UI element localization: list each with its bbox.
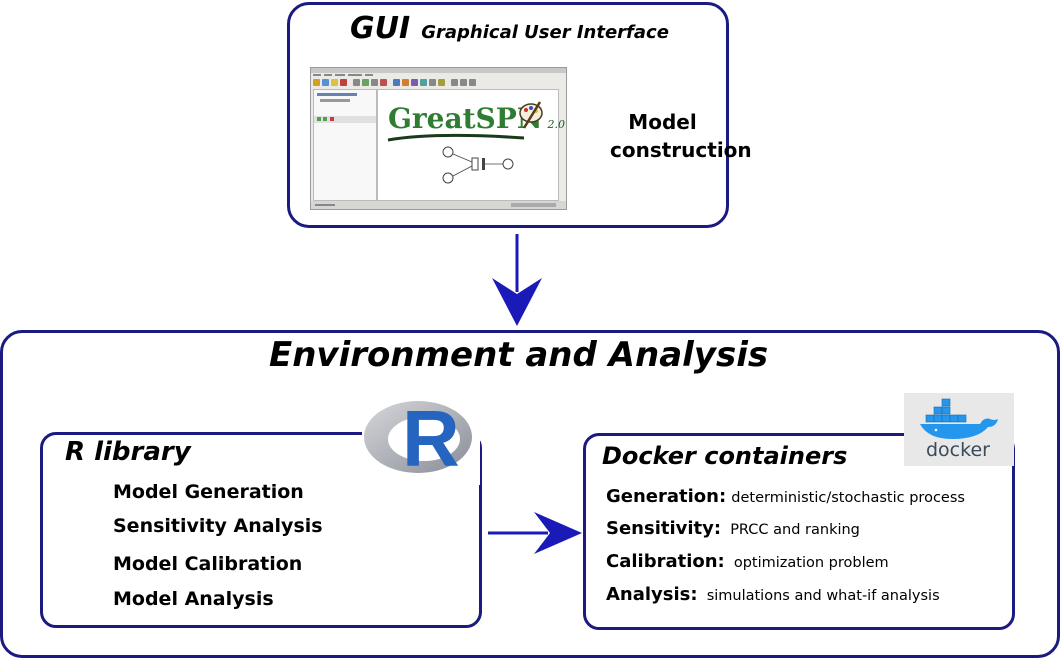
gui-box: GUI Graphical User Interface (287, 2, 752, 228)
docker-label-generation: Generation: (606, 486, 727, 507)
docker-row-sensitivity: Sensitivity: PRCC and ranking (606, 518, 860, 539)
screenshot-statusbar (311, 201, 566, 209)
arrow-r-to-docker (488, 512, 582, 554)
greatspn-logo: GreatSPN 2.0 (388, 102, 565, 135)
docker-text-sensitivity: PRCC and ranking (730, 522, 860, 538)
greatspn-logo-version: 2.0 (547, 118, 566, 131)
r-item-model-generation: Model Generation (113, 481, 304, 503)
docker-text-generation: deterministic/stochastic process (731, 490, 965, 506)
docker-text-analysis: simulations and what-if analysis (706, 588, 940, 604)
greatspn-logo-word: GreatSPN (388, 102, 543, 135)
docker-logo: docker (904, 393, 1014, 466)
logo-swoosh (387, 133, 525, 142)
gui-side-label-line1: Model (628, 110, 697, 134)
docker-logo-word: docker (926, 439, 990, 461)
docker-whale-icon (920, 398, 998, 439)
docker-label-analysis: Analysis: (606, 584, 698, 605)
r-logo-ring-icon (364, 401, 472, 473)
docker-title: Docker containers (602, 442, 848, 470)
r-item-sensitivity-analysis: Sensitivity Analysis (113, 515, 323, 537)
r-item-model-analysis: Model Analysis (113, 588, 274, 610)
gui-side-label: Model construction (610, 108, 752, 164)
greatspn-screenshot: GreatSPN 2.0 (310, 67, 567, 210)
r-logo: R (362, 395, 480, 485)
palette-icon (519, 101, 543, 129)
docker-row-generation: Generation: deterministic/stochastic pro… (606, 486, 965, 507)
environment-title: Environment and Analysis (269, 335, 769, 375)
r-logo-letter: R (402, 394, 460, 483)
screenshot-toolbar (313, 78, 563, 87)
gui-subtitle: Graphical User Interface (421, 22, 669, 43)
docker-text-calibration: optimization problem (733, 555, 889, 571)
docker-row-calibration: Calibration: optimization problem (606, 551, 889, 572)
docker-row-analysis: Analysis: simulations and what-if analys… (606, 584, 940, 605)
screenshot-titlebar (311, 68, 566, 73)
r-item-model-calibration: Model Calibration (113, 553, 303, 575)
gui-side-label-line2: construction (610, 138, 752, 162)
r-library-items: Model Generation Sensitivity Analysis Mo… (113, 481, 323, 622)
gui-title: GUI (350, 11, 411, 46)
docker-label-sensitivity: Sensitivity: (606, 518, 722, 539)
petri-net-diagram (442, 146, 514, 184)
gui-header: GUI Graphical User Interface (350, 11, 669, 46)
screenshot-canvas: GreatSPN 2.0 (377, 89, 565, 201)
r-library-title: R library (65, 437, 191, 467)
screenshot-menubar (313, 73, 563, 77)
arrow-gui-to-environment (492, 234, 542, 326)
docker-label-calibration: Calibration: (606, 551, 725, 572)
screenshot-left-panel (313, 89, 377, 201)
